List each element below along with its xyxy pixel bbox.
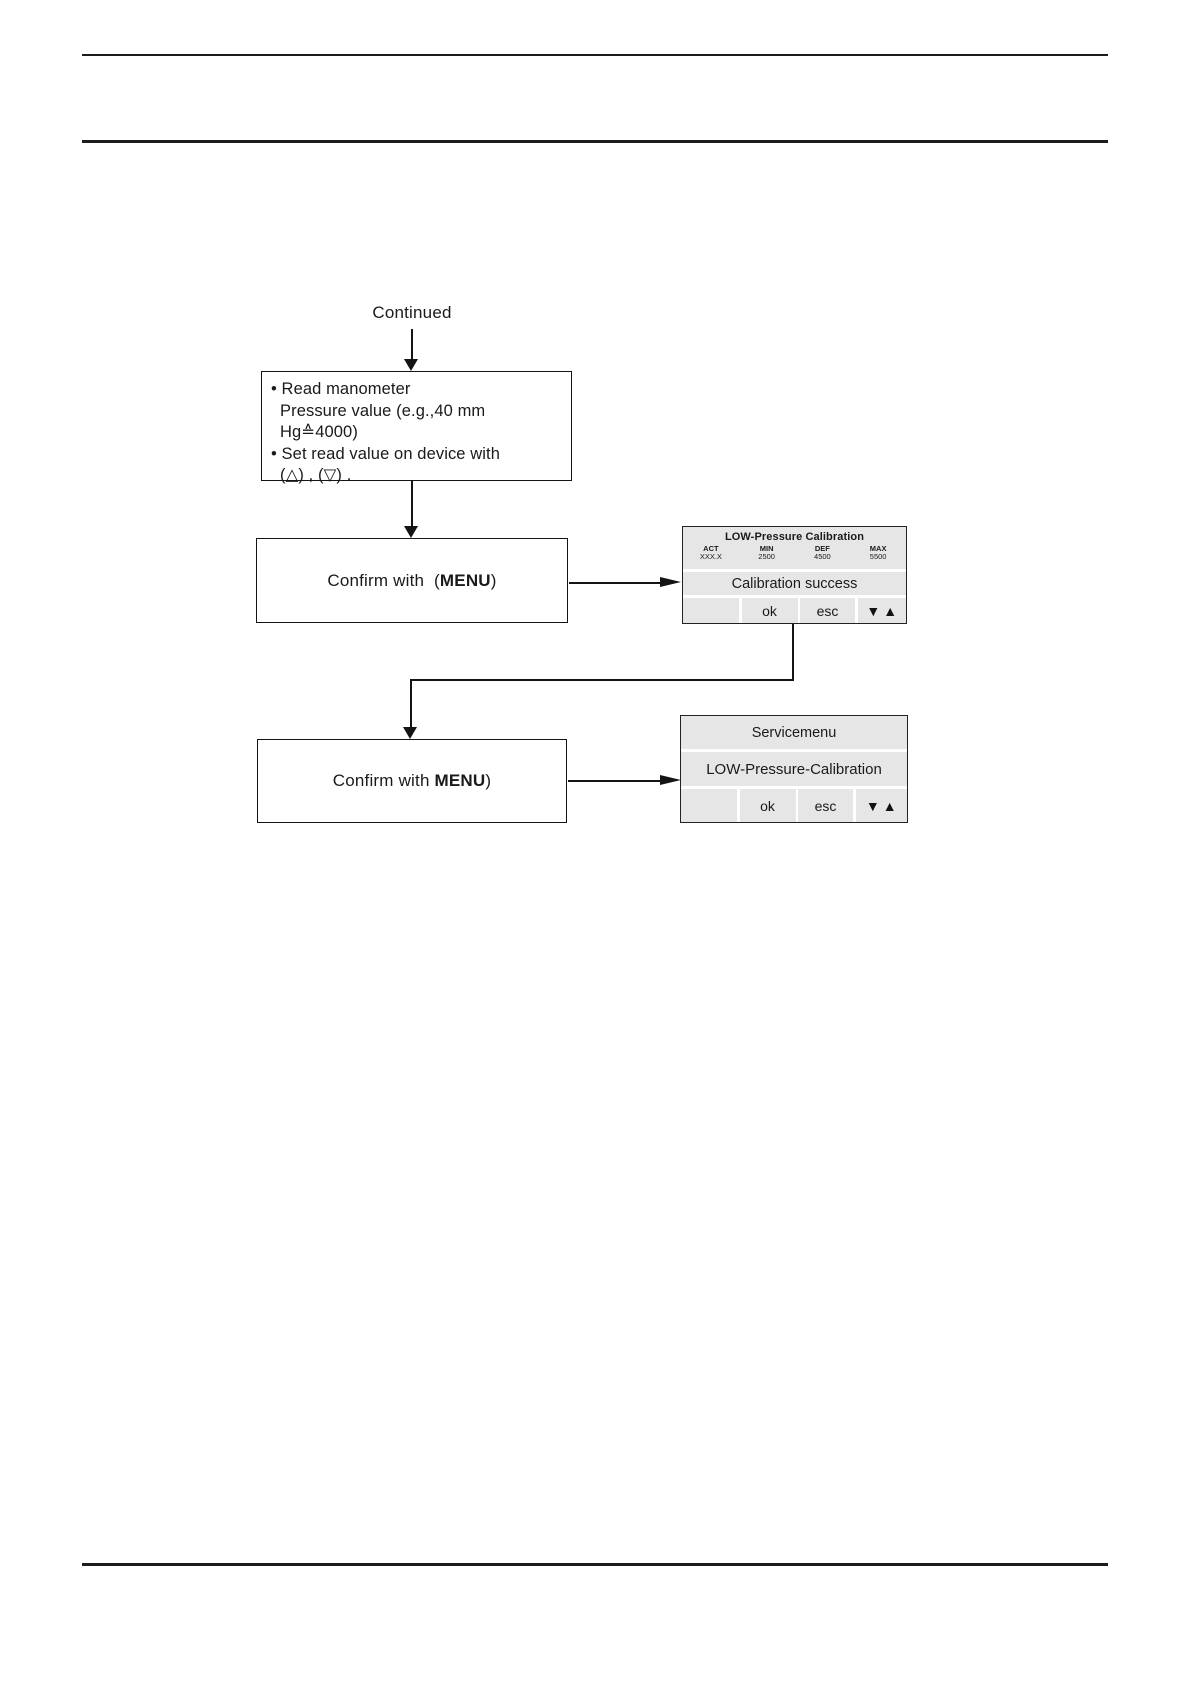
step-text-line: • Read manometer (271, 380, 411, 398)
continued-label: Continued (372, 303, 452, 322)
arrowhead-right-icon (660, 577, 681, 587)
softkey-row: ok esc ▼▲ (681, 789, 907, 822)
connector-line (792, 624, 794, 681)
screen-title: LOW-Pressure Calibration (724, 531, 865, 543)
param-min: MIN 2500 (758, 544, 775, 561)
step-box-read-manometer: • Read manometer Pressure value (e.g.,40… (261, 371, 572, 484)
step-box-confirm-menu-2: Confirm with MENU) (257, 739, 567, 823)
header-rule-bottom (82, 140, 1108, 143)
connector-line (410, 679, 794, 681)
softkey-blank (681, 789, 737, 822)
arrowhead-down-icon (404, 526, 418, 538)
connector-line (410, 679, 412, 728)
menu-key-label: MENU (439, 570, 491, 590)
down-up-arrows-icon: ▼▲ (855, 789, 907, 822)
menu-entry-low-pressure-calibration: LOW-Pressure-Calibration (681, 752, 907, 786)
softkey-esc: esc (800, 598, 855, 623)
softkey-ok: ok (741, 598, 798, 623)
device-screen-servicemenu: Servicemenu LOW-Pressure-Calibration ok … (680, 715, 908, 823)
parameter-row: ACT XXX.X MIN 2500 DEF 4500 MAX 5500 (683, 545, 906, 561)
step-box-confirm-menu-1: Confirm with (MENU) (256, 538, 568, 623)
step-text-line: Pressure value (e.g.,40 mm Hg≙4000) (280, 401, 486, 442)
connector-line (411, 481, 413, 527)
header-rule-top (82, 54, 1108, 56)
device-screen-calibration: LOW-Pressure Calibration ACT XXX.X MIN 2… (682, 526, 907, 624)
confirm-text: Confirm with ( (327, 570, 440, 590)
arrowhead-right-icon (660, 775, 681, 785)
screen-title: Servicemenu (681, 716, 907, 749)
screen-header: LOW-Pressure Calibration ACT XXX.X MIN 2… (683, 527, 906, 569)
softkey-esc: esc (798, 789, 853, 822)
connector-line (568, 780, 661, 782)
param-def: DEF 4500 (814, 544, 831, 561)
connector-line (411, 329, 413, 361)
softkey-blank (683, 598, 739, 623)
down-up-arrows-icon: ▼▲ (857, 598, 906, 623)
arrowhead-down-icon (403, 727, 417, 739)
softkey-ok: ok (739, 789, 796, 822)
connector-line (569, 582, 661, 584)
param-max: MAX 5500 (869, 544, 887, 561)
status-message: Calibration success (683, 572, 906, 595)
confirm-text: ) (485, 771, 492, 790)
confirm-text: Confirm with (332, 771, 435, 790)
softkey-row: ok esc ▼▲ (683, 598, 906, 623)
param-act: ACT XXX.X (699, 544, 722, 561)
step-text-line: (△) , (▽) . (280, 466, 352, 484)
footer-rule (82, 1563, 1108, 1566)
step-text-line: • Set read value on device with (271, 444, 501, 463)
arrowhead-down-icon (404, 359, 418, 371)
confirm-text: ) (490, 570, 497, 590)
menu-key-label: MENU (434, 771, 486, 790)
